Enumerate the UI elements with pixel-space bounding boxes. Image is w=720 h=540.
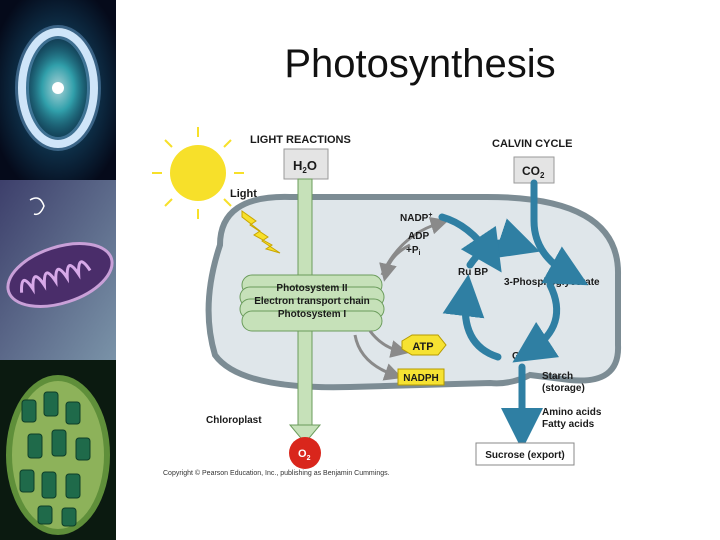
chloroplast-label: Chloroplast — [206, 415, 262, 426]
thylakoid-stack — [239, 274, 385, 332]
photosystem-ii-label: Photosystem II — [276, 283, 347, 294]
page-title: Photosynthesis — [284, 42, 556, 86]
storage-label: (storage) — [542, 383, 585, 394]
light-reactions-heading: LIGHT REACTIONS — [250, 134, 351, 146]
rubp-label: Ru BP — [458, 267, 488, 278]
light-ring-image — [0, 0, 116, 180]
fatty-acids-label: Fatty acids — [542, 419, 595, 430]
photosynthesis-diagram: H2O Photosystem II Electron transport ch… — [152, 127, 622, 469]
photosystem-i-label: Photosystem I — [278, 309, 347, 320]
co2-box — [513, 156, 555, 184]
adp-label: ADP — [408, 231, 429, 242]
nadph-badge — [397, 368, 445, 386]
phosphate-label: P — [412, 245, 419, 256]
svg-text:NADP+: NADP+ — [400, 212, 432, 224]
calvin-cycle-heading: CALVIN CYCLE — [492, 138, 572, 150]
svg-text:CO2: CO2 — [522, 164, 545, 180]
svg-text:+Pi: +Pi — [406, 245, 421, 257]
sidebar-images — [0, 0, 116, 540]
nadp-return-arrow — [438, 213, 502, 273]
svg-text:O2: O2 — [298, 448, 311, 462]
atp-badge — [401, 334, 447, 356]
sun-icon — [152, 127, 244, 219]
oxygen-icon — [289, 437, 321, 469]
starch-label: Starch — [542, 371, 573, 382]
nadp-label: NADP — [400, 213, 429, 224]
svg-text:H2O: H2O — [293, 158, 317, 175]
mitochondrion-image — [0, 180, 116, 360]
chloroplast-image — [0, 360, 116, 540]
amino-acids-label: Amino acids — [542, 407, 602, 418]
svg-text:ATP: ATP — [412, 341, 433, 353]
calvin-arrow-pga — [512, 281, 561, 363]
water-box — [283, 148, 329, 180]
light-label: Light — [230, 188, 257, 200]
calvin-arrow-regen — [442, 274, 502, 361]
svg-text:Sucrose (export): Sucrose (export) — [485, 450, 564, 461]
light-bolt-icon — [241, 210, 281, 254]
sucrose-box — [475, 442, 575, 466]
svg-text:NADPH: NADPH — [403, 373, 439, 384]
electron-transport-chain-label: Electron transport chain — [254, 296, 370, 307]
copyright-note: Copyright © Pearson Education, Inc., pub… — [163, 470, 390, 477]
